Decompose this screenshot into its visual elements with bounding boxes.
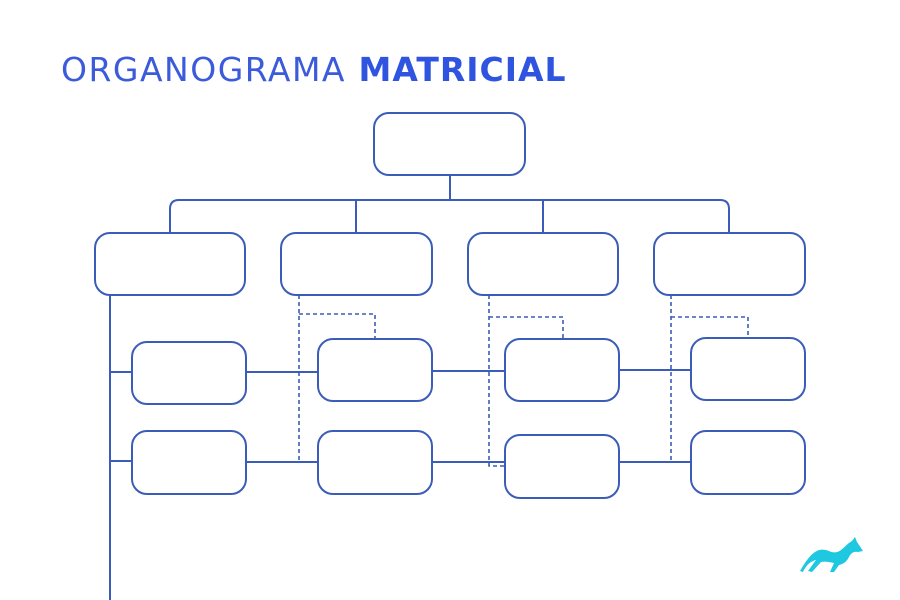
project-box xyxy=(131,430,247,495)
jumping-animal-logo-icon xyxy=(800,537,863,572)
department-box xyxy=(467,232,619,296)
project-box xyxy=(131,341,247,405)
dashed-link-dept-3 xyxy=(488,295,564,467)
connector-layer xyxy=(109,175,749,600)
logo-shape xyxy=(800,537,863,572)
project-box xyxy=(504,338,620,402)
dashed-link-dept-2 xyxy=(298,295,376,463)
project-box xyxy=(690,337,806,401)
project-box xyxy=(690,430,806,495)
project-row-1-line xyxy=(246,369,691,373)
project-box xyxy=(504,434,620,499)
department-box xyxy=(280,232,433,296)
project-box xyxy=(317,338,433,402)
box-layer xyxy=(94,112,806,499)
page-title: ORGANOGRAMA MATRICIAL xyxy=(61,50,567,90)
department-bus xyxy=(169,199,730,232)
title-light: ORGANOGRAMA xyxy=(61,50,346,89)
project-box xyxy=(317,430,433,495)
root-box xyxy=(373,112,526,176)
department-box xyxy=(94,232,246,296)
department-box xyxy=(653,232,806,296)
dashed-link-dept-4 xyxy=(670,295,749,463)
title-bold: MATRICIAL xyxy=(358,50,567,89)
